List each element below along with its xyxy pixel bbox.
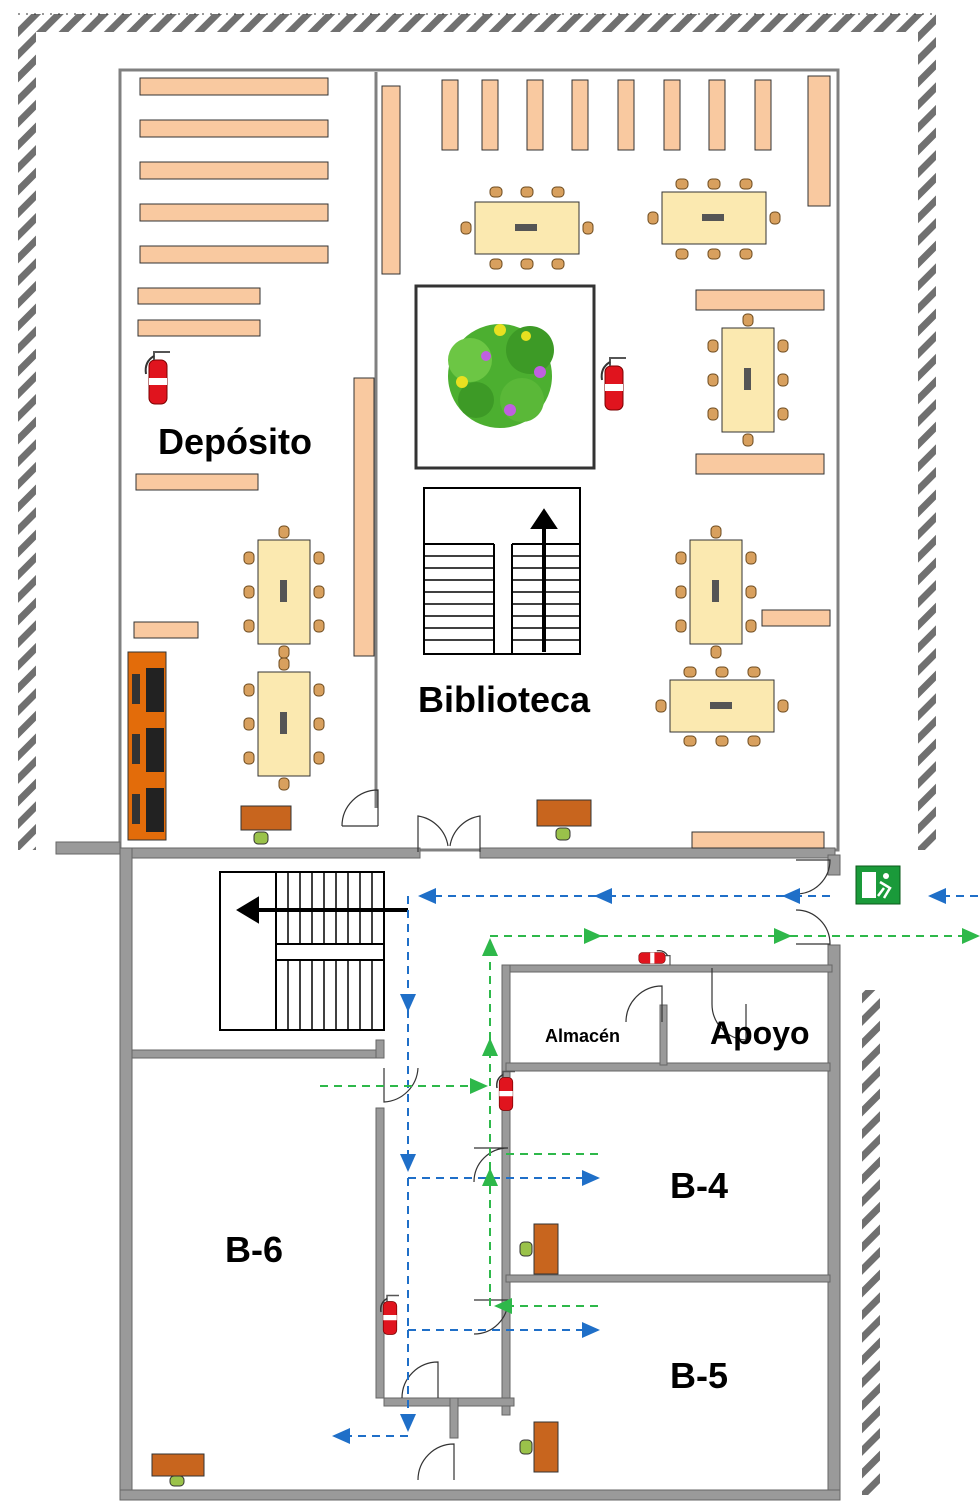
evacuation-route-blue [332, 888, 978, 1444]
deposito-shelves [133, 77, 375, 657]
desk-b5 [519, 1421, 559, 1473]
room-label-almacen: Almacén [545, 1026, 620, 1046]
fire-extinguisher-icon-biblioteca [600, 357, 627, 411]
room-label-b6: B-6 [225, 1229, 283, 1270]
stairs-lower [219, 871, 408, 1031]
desk-biblioteca [536, 799, 592, 841]
fire-extinguisher-icon-deposito [144, 351, 171, 405]
desk-b4 [519, 1223, 559, 1275]
room-label-b5: B-5 [670, 1355, 728, 1396]
emergency-exit-icon [855, 865, 901, 905]
fire-extinguisher-icon-corridor [638, 949, 671, 966]
desk-b6 [151, 1453, 205, 1487]
library-table-2 [647, 178, 781, 260]
upper-walls [118, 68, 840, 852]
library-table-1 [460, 186, 594, 270]
library-table-5 [655, 666, 789, 747]
corridor-walls [55, 841, 841, 1501]
stairs-upper [423, 487, 581, 655]
deposito-table-2 [243, 657, 325, 791]
evacuation-route-green [320, 928, 980, 1314]
library-table-4 [675, 525, 757, 659]
fire-extinguisher-icon-b4 [496, 1070, 516, 1112]
doors [341, 789, 831, 1481]
hatched-wall-top [18, 13, 936, 850]
room-label-biblioteca: Biblioteca [418, 679, 591, 720]
room-label-b4: B-4 [670, 1165, 728, 1206]
computer-workstations [127, 651, 167, 841]
desk-deposito [240, 805, 292, 845]
plant-icon [414, 284, 596, 470]
hatched-wall-right-lower [862, 990, 880, 1495]
fire-extinguisher-icon-b6 [380, 1294, 400, 1336]
room-label-deposito: Depósito [158, 421, 312, 462]
room-label-apoyo: Apoyo [710, 1015, 810, 1051]
library-table-3 [707, 313, 789, 447]
deposito-table-1 [243, 525, 325, 659]
biblioteca-shelves [381, 75, 831, 849]
